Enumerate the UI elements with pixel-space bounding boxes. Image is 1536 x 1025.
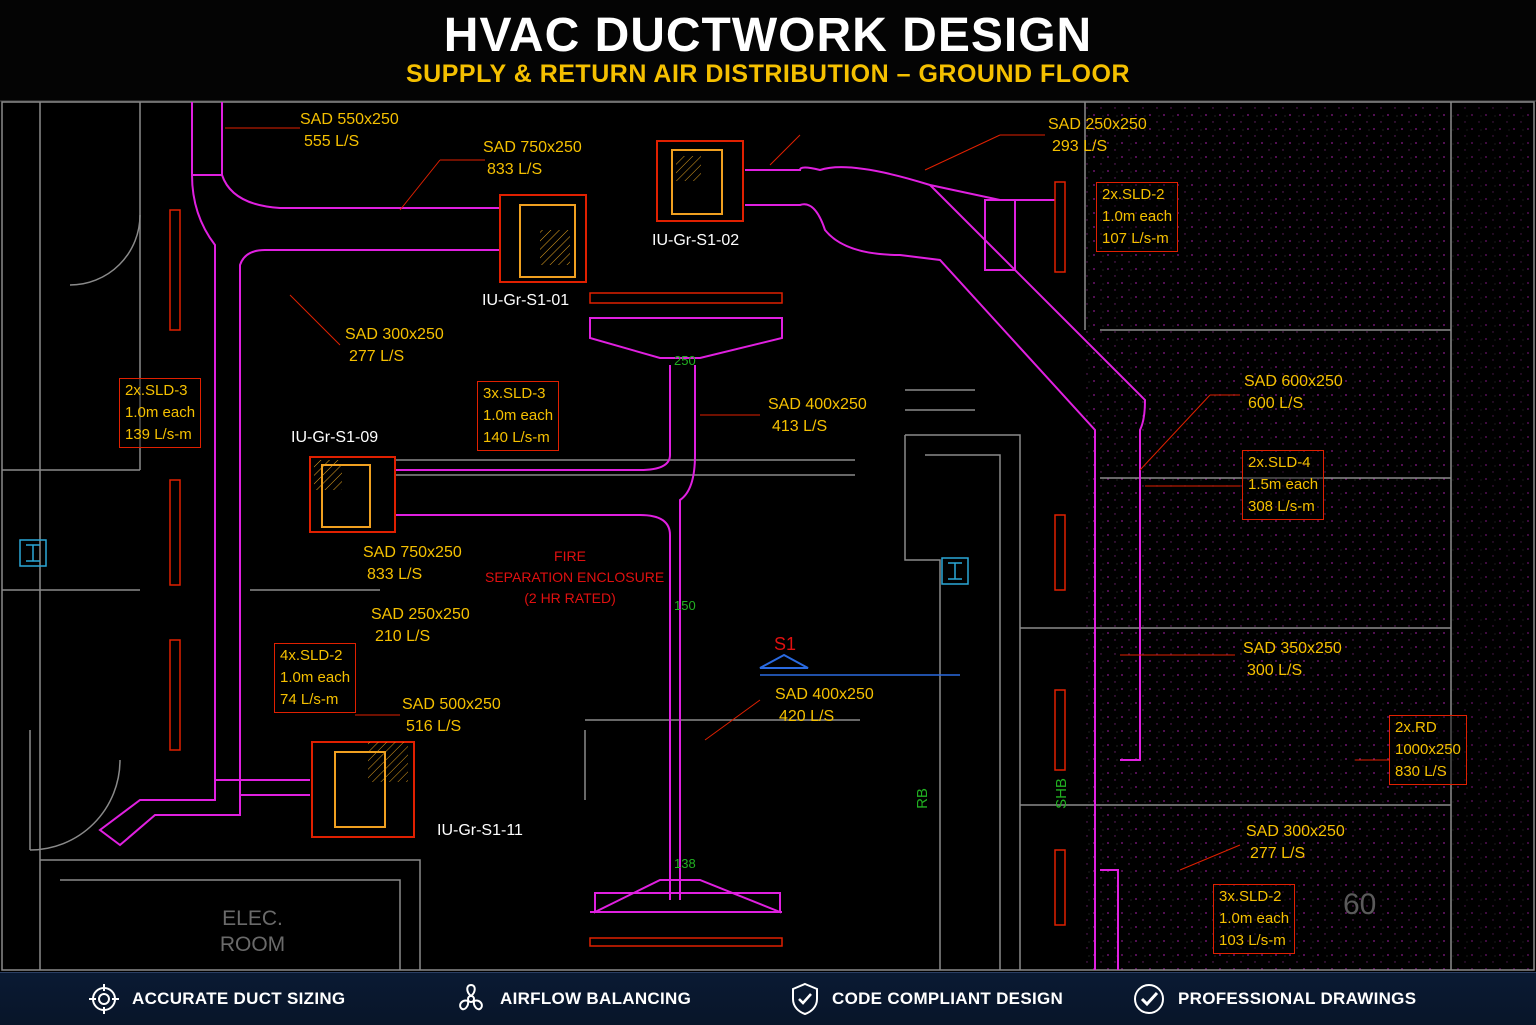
feature-professional: PROFESSIONAL DRAWINGS [1132,973,1416,1025]
room-number: 60 [1343,888,1377,921]
feature-duct-sizing-label: ACCURATE DUCT SIZING [132,989,346,1008]
shield-check-icon [792,982,818,1016]
feature-duct-sizing: ACCURATE DUCT SIZING [88,973,345,1025]
crosshair-icon [89,984,119,1014]
column-marks [19,539,969,585]
grid-label-rb: RB [913,788,931,809]
level-tag-1: 250 [674,353,696,368]
level-tag-2: 150 [674,598,696,613]
page-subtitle: SUPPLY & RETURN AIR DISTRIBUTION – GROUN… [405,60,1130,88]
feature-airflow-label: AIRFLOW BALANCING [500,989,692,1008]
elec-room-label: ELEC.ROOM [219,907,286,956]
feature-code-compliant-label: CODE COMPLIANT DESIGN [832,989,1064,1008]
level-tag-3: 138 [674,856,696,871]
unit-tag-s1-01: IU-Gr-S1-01 [482,292,570,309]
header-banner: HVAC DUCTWORK DESIGN SUPPLY & RETURN AIR… [0,0,1536,102]
unit-tag-s1-11: IU-Gr-S1-11 [437,822,523,839]
unit-tag-s1-02: IU-Gr-S1-02 [652,232,740,249]
grid-label-shb: SHB [1052,778,1070,809]
unit-tag-s1-09: IU-Gr-S1-09 [291,429,379,446]
page-title: HVAC DUCTWORK DESIGN [443,9,1093,62]
ductwork-plan [1,101,1535,971]
cad-drawing: IU-Gr-S1-01 IU-Gr-S1-02 IU-Gr-S1-09 IU-G… [0,100,1536,972]
architectural-walls [1,101,1535,971]
fan-icon [459,983,483,1011]
floor-zone-right [1085,102,1451,970]
section-label: S1 [774,634,797,654]
check-circle-icon [1134,984,1164,1014]
linear-diffusers [169,181,1066,947]
indoor-units [309,140,744,838]
leader-lines [225,127,1390,871]
supply-ductwork [98,102,1147,970]
feature-code-compliant: CODE COMPLIANT DESIGN [790,973,1063,1025]
feature-professional-label: PROFESSIONAL DRAWINGS [1178,989,1417,1008]
feature-bar: ACCURATE DUCT SIZING AIRFLOW BALANCING C… [0,972,1536,1025]
feature-airflow: AIRFLOW BALANCING [454,973,691,1025]
floor-zone-far-right [1451,102,1534,970]
section-marker [759,653,809,669]
